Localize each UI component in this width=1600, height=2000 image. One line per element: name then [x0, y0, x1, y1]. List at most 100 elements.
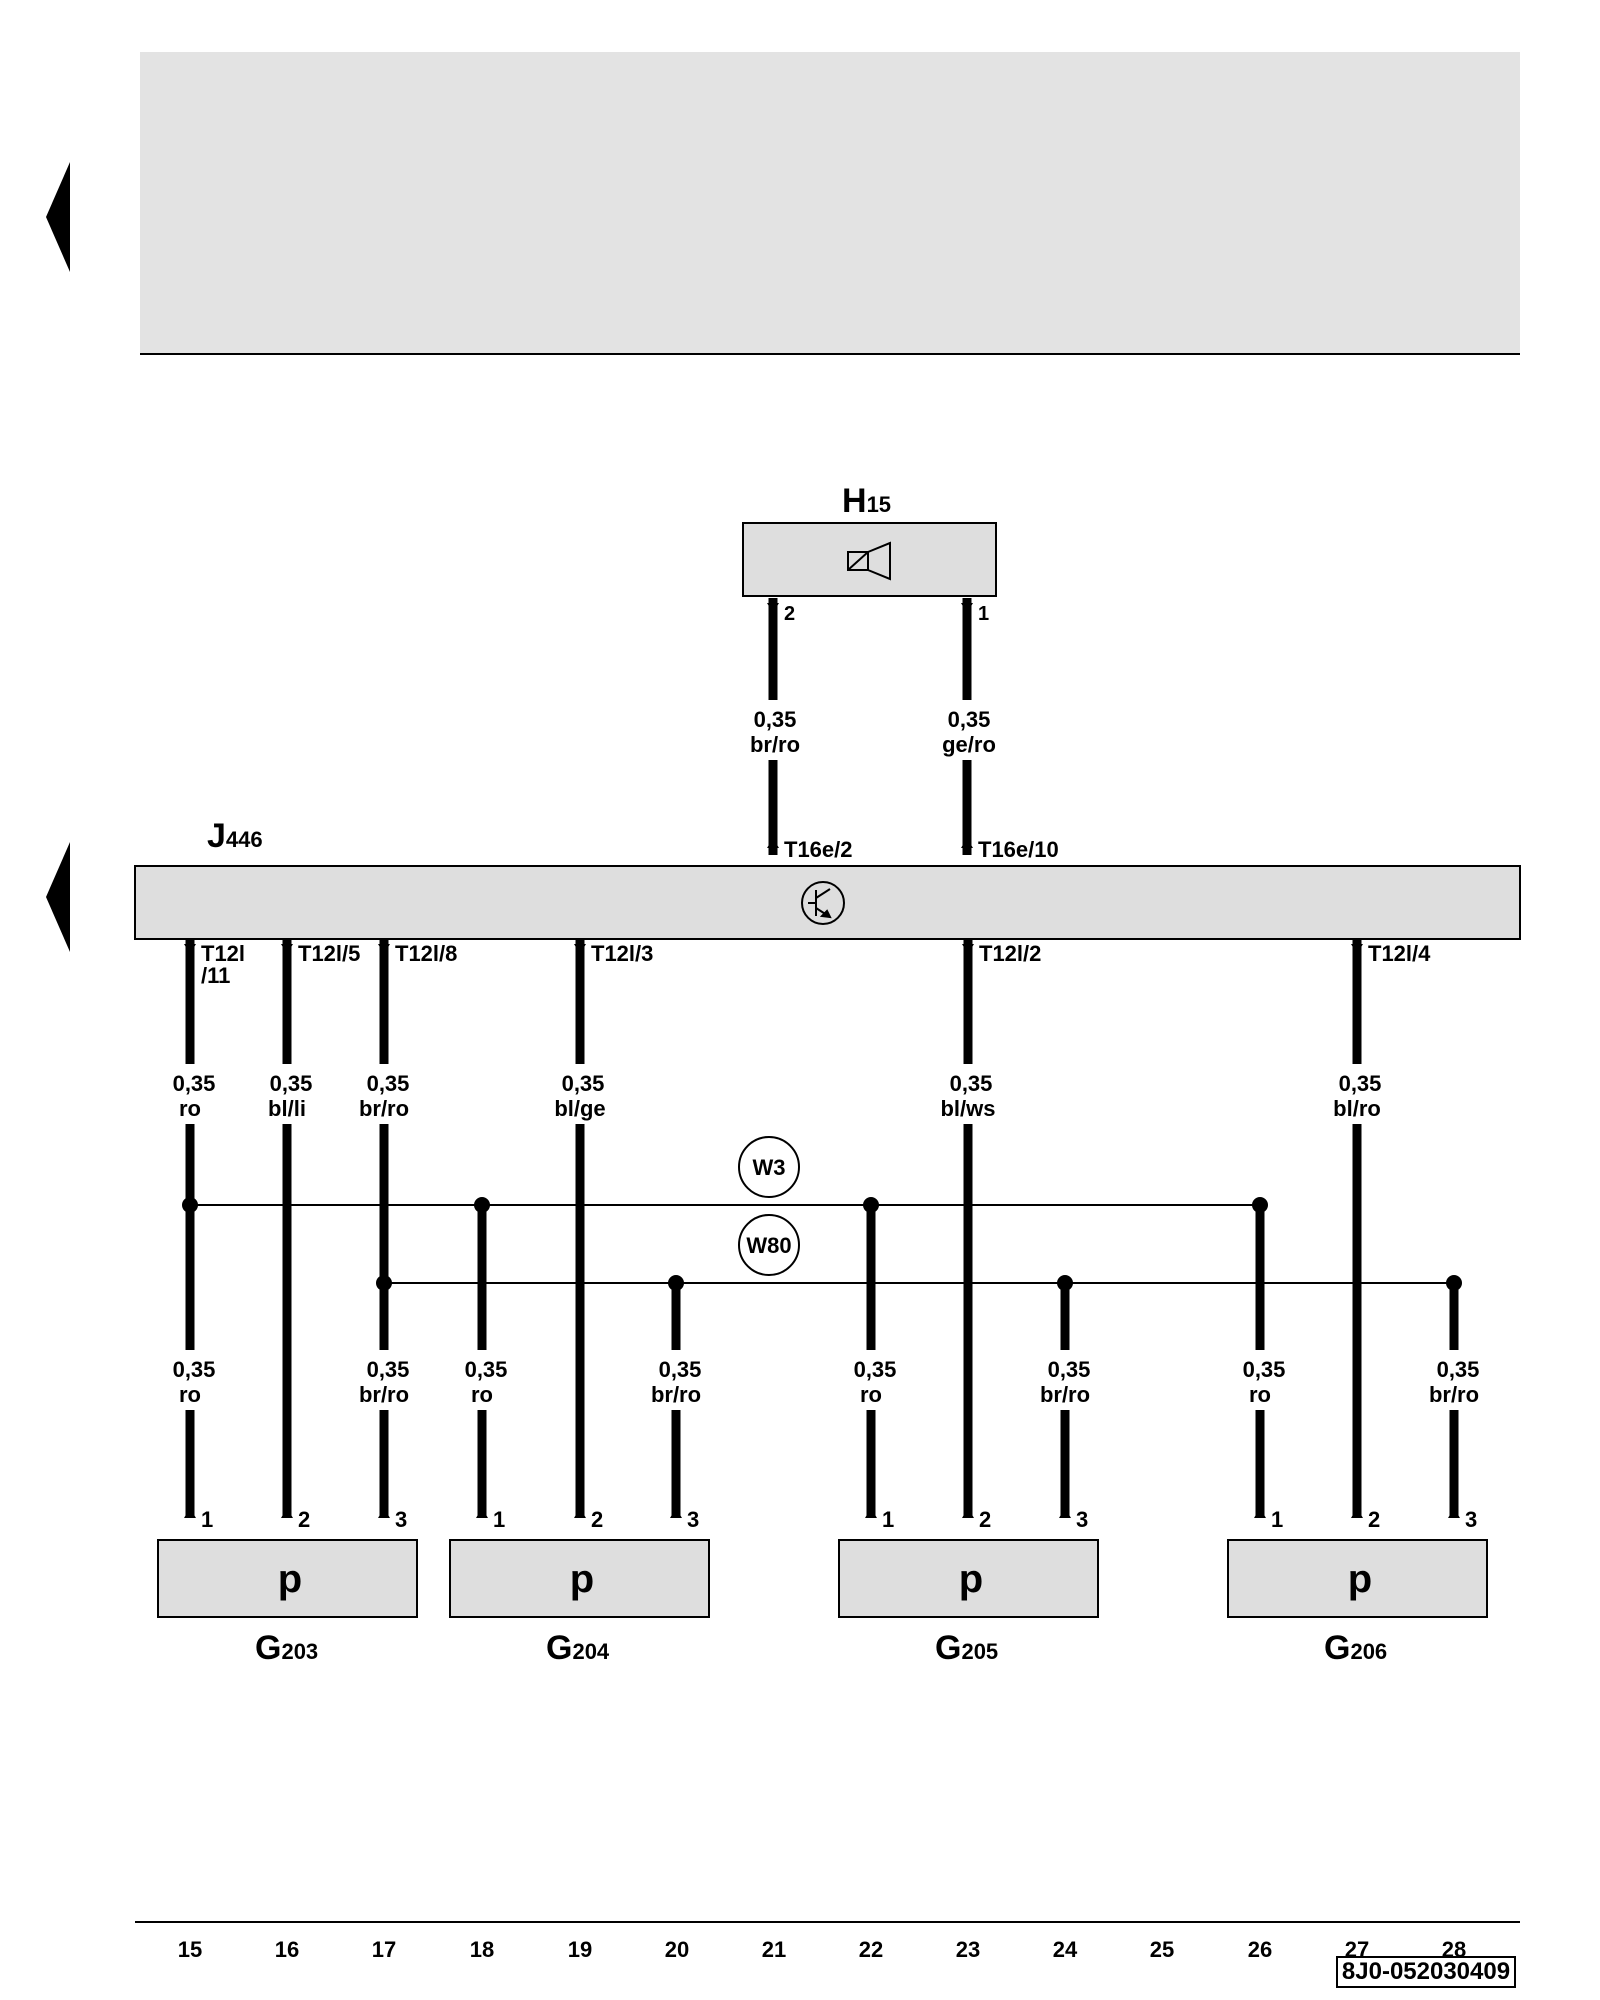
pin-arrow: [574, 944, 586, 954]
pin-arrow: [767, 603, 779, 613]
grid-number: 26: [1248, 1937, 1272, 1962]
pin-arrow: [378, 1508, 390, 1518]
pressure-sensor-icon: p: [1348, 1557, 1372, 1601]
grid-number: 17: [372, 1937, 396, 1962]
wire-size: 0,35: [1243, 1357, 1286, 1382]
j446-control-unit: [134, 865, 1521, 940]
w80-splice: W80: [738, 1214, 800, 1276]
pin-arrow: [281, 944, 293, 954]
pin-arrow: [962, 1508, 974, 1518]
grid-number: 20: [665, 1937, 689, 1962]
wire-color: br/ro: [1040, 1382, 1090, 1407]
wire-color: br/ro: [359, 1382, 409, 1407]
wire-size: 0,35: [754, 707, 797, 732]
wire-size: 0,35: [367, 1071, 410, 1096]
pin-number: 1: [1271, 1507, 1283, 1532]
pin-arrow: [961, 838, 973, 848]
wire-color: bl/ge: [554, 1096, 605, 1121]
connector-label: T12l/5: [298, 941, 360, 966]
wire-size: 0,35: [1437, 1357, 1480, 1382]
svg-text:W80: W80: [746, 1233, 791, 1258]
pin-number: 1: [201, 1507, 213, 1532]
splice-node: [1252, 1197, 1268, 1213]
pin-number: 2: [979, 1507, 991, 1532]
g205-label: G205: [935, 1629, 998, 1667]
wire-size: 0,35: [950, 1071, 993, 1096]
pin-arrow: [961, 603, 973, 613]
connector-label: /11: [201, 963, 230, 988]
connector-label: T12l/4: [1368, 941, 1431, 966]
wire-size: 0,35: [270, 1071, 313, 1096]
pin-arrow: [378, 944, 390, 954]
wire-color: bl/ro: [1333, 1096, 1381, 1121]
pin-arrow: [670, 1508, 682, 1518]
wire-color: bl/li: [268, 1096, 306, 1121]
grid-number: 18: [470, 1937, 494, 1962]
wire-size: 0,35: [173, 1071, 216, 1096]
splice-node: [182, 1197, 198, 1213]
h15-label: H15: [842, 482, 891, 520]
wire-color: br/ro: [750, 732, 800, 757]
wire-size: 0,35: [173, 1357, 216, 1382]
splice-node: [863, 1197, 879, 1213]
g204-sensor-box: [449, 1539, 710, 1618]
wire-size: 0,35: [659, 1357, 702, 1382]
pressure-sensor-icon: p: [278, 1557, 302, 1601]
pin-arrow: [767, 838, 779, 848]
pin-number: 3: [1076, 1507, 1088, 1532]
wire-color: br/ro: [359, 1096, 409, 1121]
g203-sensor-box: [157, 1539, 418, 1618]
grid-number: 19: [568, 1937, 592, 1962]
wire-color: ro: [179, 1382, 201, 1407]
splice-node: [376, 1275, 392, 1291]
wire-size: 0,35: [1339, 1071, 1382, 1096]
connector-label: T16e/10: [978, 837, 1059, 862]
pin-arrow: [1448, 1508, 1460, 1518]
grid-number: 22: [859, 1937, 883, 1962]
grid-number: 25: [1150, 1937, 1174, 1962]
wire-size: 0,35: [465, 1357, 508, 1382]
wire-color: br/ro: [651, 1382, 701, 1407]
pin-arrow: [184, 944, 196, 954]
previous-page-arrow-bottom[interactable]: [46, 842, 70, 952]
pressure-sensor-icon: p: [959, 1557, 983, 1601]
wire-color: ro: [1249, 1382, 1271, 1407]
pin-number: 1: [493, 1507, 505, 1532]
connector-label: T12l/2: [979, 941, 1041, 966]
g206-label: G206: [1324, 1629, 1387, 1667]
svg-text:W3: W3: [753, 1155, 786, 1180]
document-code: 8J0-052030409: [1336, 1956, 1516, 1988]
pin-arrow: [476, 1508, 488, 1518]
grid-number: 21: [762, 1937, 786, 1962]
wire-color: ge/ro: [942, 732, 996, 757]
pin-arrow: [574, 1508, 586, 1518]
pin-number: 1: [882, 1507, 894, 1532]
splice-node: [1057, 1275, 1073, 1291]
w3-splice: W3: [738, 1136, 800, 1198]
j446-label: J446: [207, 817, 263, 855]
pin-number: 2: [591, 1507, 603, 1532]
pin-arrow: [1351, 1508, 1363, 1518]
pin-number: 2: [1368, 1507, 1380, 1532]
grid-number: 24: [1053, 1937, 1078, 1962]
connector-label: T12l/3: [591, 941, 653, 966]
wire-color: ro: [471, 1382, 493, 1407]
pin-arrow: [865, 1508, 877, 1518]
pin-arrow: [962, 944, 974, 954]
h15-pin-left: 2: [784, 603, 795, 625]
grid-number: 15: [178, 1937, 202, 1962]
wire-color: br/ro: [1429, 1382, 1479, 1407]
previous-page-arrow-top[interactable]: [46, 162, 70, 272]
connector-label: T12l/8: [395, 941, 457, 966]
wire-size: 0,35: [562, 1071, 605, 1096]
wire-size: 0,35: [948, 707, 991, 732]
g203-label: G203: [255, 1629, 318, 1667]
h15-horn-box: [742, 522, 997, 597]
splice-node: [668, 1275, 684, 1291]
wire-color: bl/ws: [940, 1096, 995, 1121]
wire-color: ro: [179, 1096, 201, 1121]
g206-sensor-box: [1227, 1539, 1488, 1618]
pin-arrow: [184, 1508, 196, 1518]
splice-node: [474, 1197, 490, 1213]
